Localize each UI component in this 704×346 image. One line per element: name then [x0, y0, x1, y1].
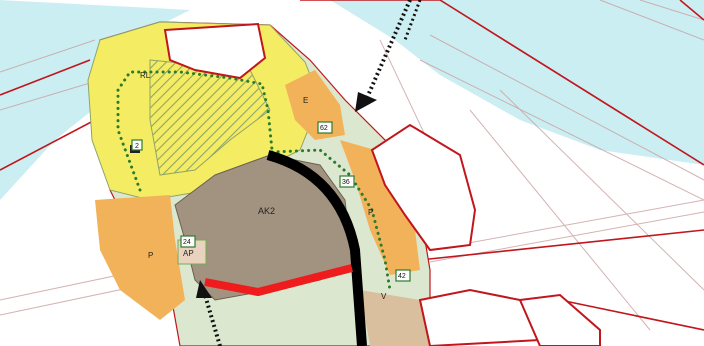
water-body	[0, 0, 704, 200]
planned-road	[204, 264, 353, 297]
badge-36: 36	[339, 175, 355, 188]
parking-area-right	[340, 140, 420, 275]
badge-62: 62	[317, 121, 333, 134]
label-ap: AP	[183, 249, 194, 258]
label-v: V	[381, 292, 387, 301]
badge-24: 24	[180, 235, 196, 248]
main-road	[266, 150, 367, 346]
svg-text:36: 36	[342, 179, 350, 186]
svg-text:62: 62	[320, 125, 328, 132]
parcel-outlines	[163, 22, 601, 346]
parking-area-left	[95, 195, 185, 320]
svg-text:24: 24	[183, 239, 191, 246]
dotted-path	[116, 70, 274, 192]
label-e: E	[303, 96, 308, 105]
label-rl: RL	[140, 71, 151, 80]
label-p-right: P	[368, 208, 373, 217]
entry-arrow-icon	[196, 280, 222, 346]
svg-text:42: 42	[398, 273, 406, 280]
plan-boundary-lines	[0, 0, 704, 331]
badge-42: 42	[395, 269, 411, 282]
label-ak2: AK2	[258, 206, 275, 216]
access-arrow-icon	[403, 0, 422, 41]
svg-text:2: 2	[135, 143, 139, 150]
badge-2: 2	[131, 139, 143, 151]
label-p-left: P	[148, 251, 153, 260]
lower-area-tan	[360, 290, 430, 346]
north-arrow-icon	[355, 0, 412, 112]
hatched-area	[149, 59, 271, 176]
